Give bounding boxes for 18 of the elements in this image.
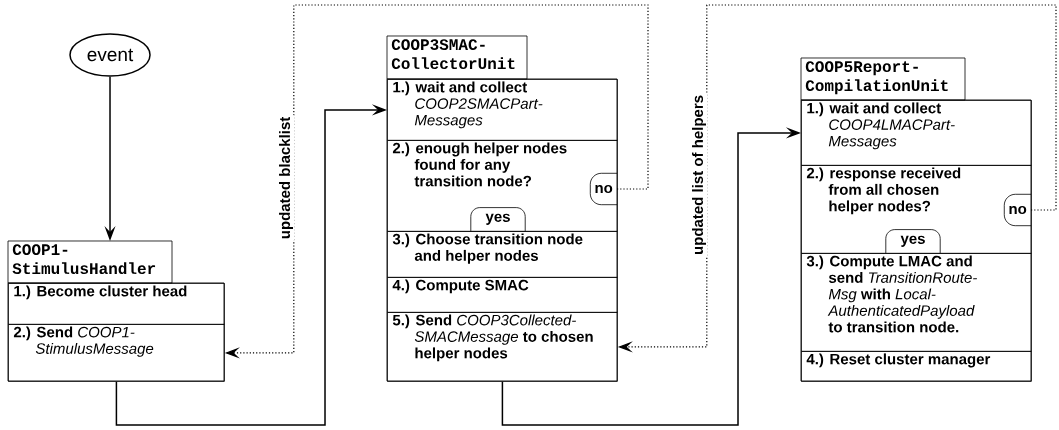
step-box: 1.) wait and collect COOP4LMACPart- Messages [801, 100, 1032, 166]
step-box: 1.) Become cluster head [8, 283, 225, 325]
edge-label: updated blacklist [277, 115, 295, 241]
node-label: COOP1- StimulusHandler [12, 244, 156, 275]
step-box: 4.) Compute SMAC [387, 277, 618, 313]
no-tab: no [1003, 193, 1032, 227]
step-box: 3.) Choose transition node and helper nodes [387, 231, 618, 278]
step-box: 3.) Compute LMAC and send TransitionRoute- Msg with Local- AuthenticatedPayload to transition node. [801, 253, 1032, 352]
step-box: 4.) Reset cluster manager [801, 351, 1032, 382]
step-box: 5.) Send COOP3Collected- SMACMessage to chosen helper nodes [387, 312, 618, 382]
edge-label: updated list of helpers [690, 93, 708, 257]
node-label: COOP5Report- CompilationUnit [805, 61, 948, 95]
step-box: 2.) Send COOP1- StimulusMessage [8, 324, 225, 382]
yes-tab: yes [885, 229, 941, 254]
node-label: COOP3SMAC- CollectorUnit [391, 39, 515, 70]
step-box: 1.) wait and collect COOP2SMACPart- Messages [387, 79, 618, 141]
yes-tab: yes [470, 207, 526, 232]
no-tab: no [589, 172, 618, 206]
